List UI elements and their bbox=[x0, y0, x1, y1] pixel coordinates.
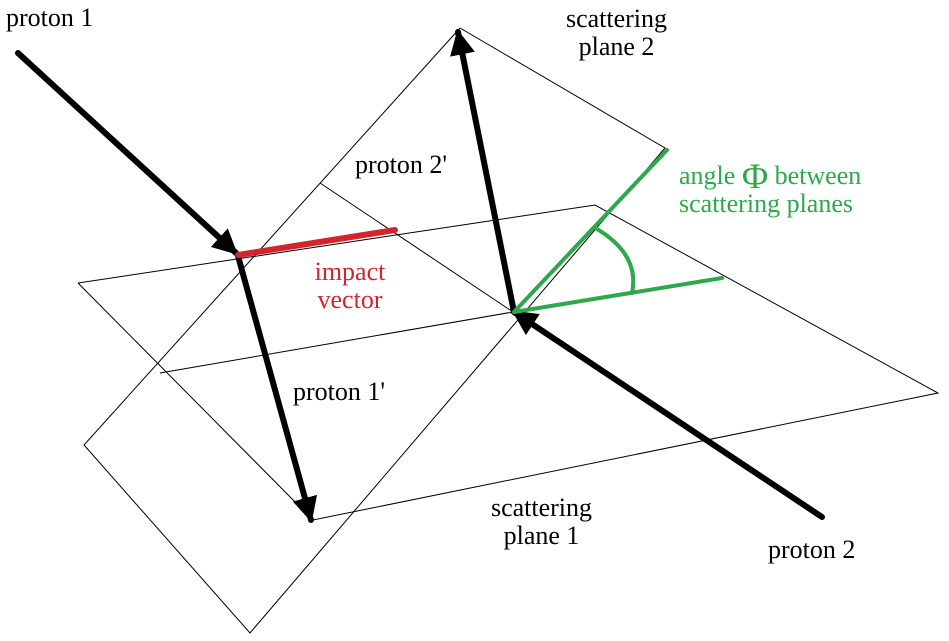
angle-label-after: between bbox=[774, 161, 862, 190]
proton-2-arrow bbox=[511, 309, 825, 520]
phi-symbol: Φ bbox=[741, 156, 769, 196]
angle-ray-plane-2 bbox=[512, 148, 669, 314]
plane-2-label-line-2: plane 2 bbox=[578, 32, 655, 61]
scattering-plane-2-outline bbox=[83, 27, 666, 634]
plane-1-grid-line bbox=[159, 311, 514, 374]
label-proton-2-prime: proton 2' bbox=[355, 150, 448, 179]
label-scattering-plane-2: scattering plane 2 bbox=[555, 5, 678, 61]
angle-label-line-2: scattering planes bbox=[679, 189, 853, 218]
impact-label-line-1: impact bbox=[314, 257, 386, 286]
label-scattering-plane-1: scattering plane 1 bbox=[480, 494, 603, 550]
plane-2-grid-line bbox=[319, 182, 514, 313]
proton-2-prime-arrow bbox=[450, 29, 517, 315]
label-angle-phi: angle Φ between scattering planes bbox=[679, 158, 862, 218]
angle-arc bbox=[595, 227, 636, 295]
proton-1-prime-arrow bbox=[235, 253, 318, 523]
label-proton-1: proton 1 bbox=[6, 3, 94, 32]
plane-1-label-line-1: scattering bbox=[490, 493, 593, 522]
label-proton-1-prime: proton 1' bbox=[293, 377, 386, 406]
scattering-plane-1-outline bbox=[77, 204, 940, 521]
label-impact-vector: impact vector bbox=[290, 258, 410, 314]
impact-label-line-2: vector bbox=[317, 285, 383, 314]
plane-2-label-line-1: scattering bbox=[565, 4, 668, 33]
impact-vector bbox=[235, 227, 398, 258]
plane-1-label-line-2: plane 1 bbox=[503, 521, 580, 550]
label-proton-2: proton 2 bbox=[768, 535, 856, 564]
angle-ray-plane-1 bbox=[512, 276, 724, 314]
angle-label-word: angle bbox=[679, 161, 736, 190]
proton-1-arrow bbox=[15, 50, 239, 256]
